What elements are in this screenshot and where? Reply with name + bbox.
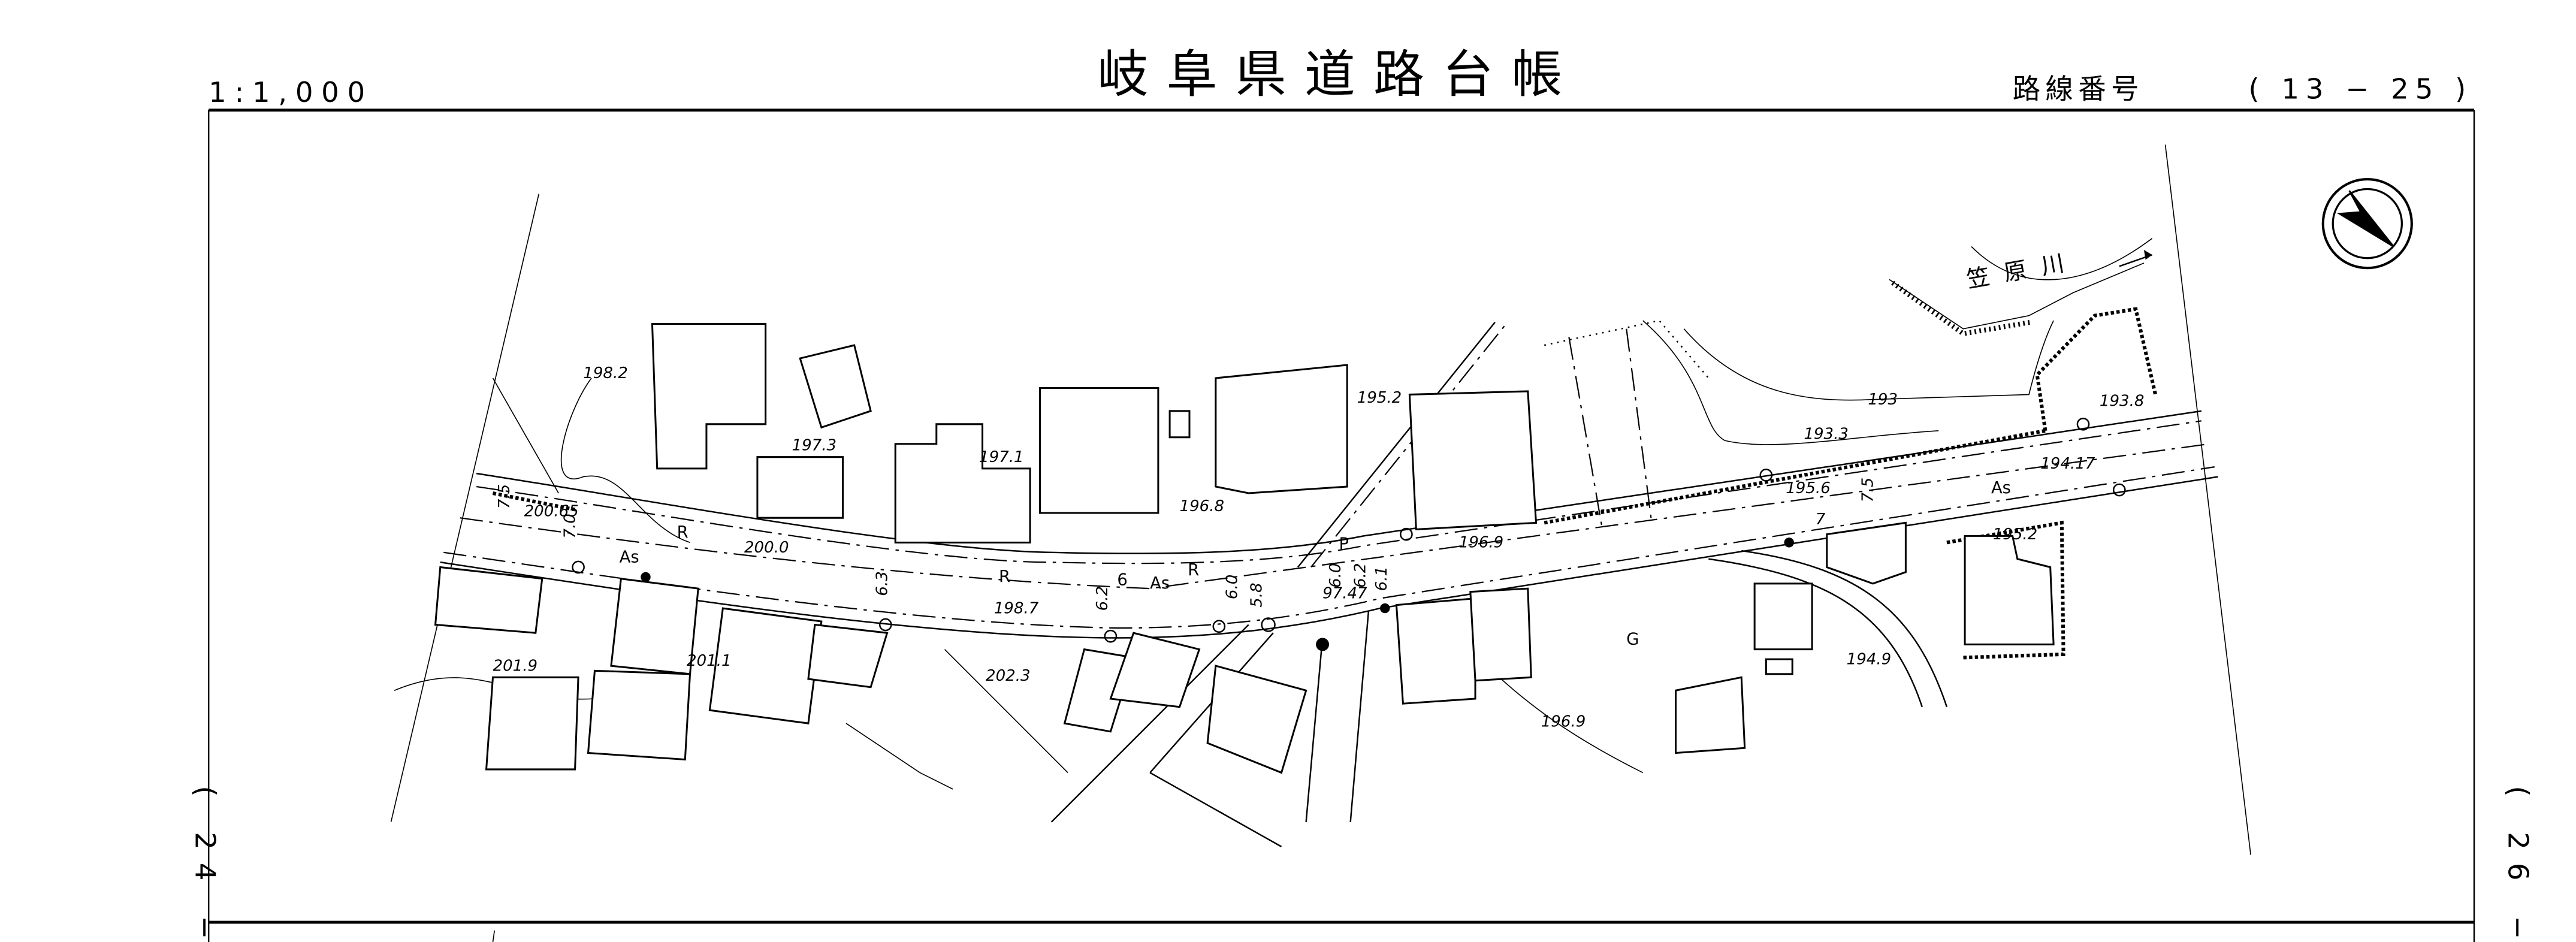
elevation-label: 195.6	[1786, 479, 1831, 497]
elevation-label: 196.9	[1459, 534, 1504, 552]
curb-label: R	[677, 523, 688, 542]
width-label: 6.3	[874, 571, 892, 596]
elevation-label: 195.2	[1357, 389, 1402, 407]
elevation-label: 197.1	[979, 448, 1024, 466]
width-label: 7.0	[561, 514, 579, 538]
width-label: 6.0	[1224, 575, 1242, 599]
right-sheet-reference: ( 26 −	[2502, 786, 2535, 942]
elevation-label: 97.47	[1322, 585, 1367, 603]
elevation-label: 198.2	[583, 364, 628, 382]
elevation-label: 193.8	[2100, 393, 2145, 410]
river-name-label: 笠原川	[1964, 247, 2080, 294]
pavement-label: As	[620, 548, 639, 566]
elevation-label: 196.8	[1180, 497, 1225, 515]
curb-label: R	[1188, 561, 1199, 579]
land-use-label: G	[1626, 630, 1639, 648]
map-drawing: 198.2 197.3 197.1 196.8 195.2 200.65 7.5…	[390, 144, 2251, 855]
elevation-label: 200.65	[524, 502, 579, 520]
elevation-label: 202.3	[986, 667, 1031, 685]
width-label: 6.0	[1327, 563, 1345, 587]
elevation-label: 196.9	[1541, 713, 1586, 731]
width-label: 6	[1117, 571, 1127, 590]
left-sheet-reference: ( 24 −	[189, 786, 221, 942]
route-number-label: 路線番号	[2013, 73, 2144, 105]
elevation-label: 200.0	[744, 539, 789, 557]
lower-sheet-line	[492, 930, 496, 942]
elevation-label: 193.3	[1804, 425, 1849, 443]
width-label: 6.2	[1094, 586, 1112, 611]
elevation-label: 194.17	[2040, 455, 2095, 473]
elevation-label: 201.1	[687, 652, 732, 670]
width-label: 7	[1816, 511, 1826, 529]
width-label: 7.5	[496, 484, 514, 509]
elevation-label: 194.9	[1847, 650, 1892, 668]
width-label: 5.8	[1248, 582, 1266, 607]
contour-label: 193	[1868, 391, 1898, 409]
elevation-label: 198.7	[994, 599, 1039, 617]
route-number: ( 13 − 25 )	[2248, 73, 2472, 105]
pavement-label: As	[1991, 479, 2011, 497]
scale-label: 1:1,000	[209, 76, 373, 108]
elevation-label: 197.3	[792, 437, 837, 455]
elevation-label: 195.2	[1993, 526, 2038, 544]
width-label: 6.2	[1351, 563, 1369, 587]
elevation-label: 201.9	[493, 657, 538, 675]
north-arrow-icon	[2321, 177, 2413, 270]
pavement-label: As	[1150, 574, 1170, 593]
curb-label: R	[999, 567, 1010, 586]
parking-label: P	[1339, 535, 1349, 553]
width-label: 7.5	[1859, 478, 1877, 502]
document-title: 岐阜県道路台帳	[1097, 46, 1580, 105]
width-label: 6.1	[1373, 566, 1391, 591]
